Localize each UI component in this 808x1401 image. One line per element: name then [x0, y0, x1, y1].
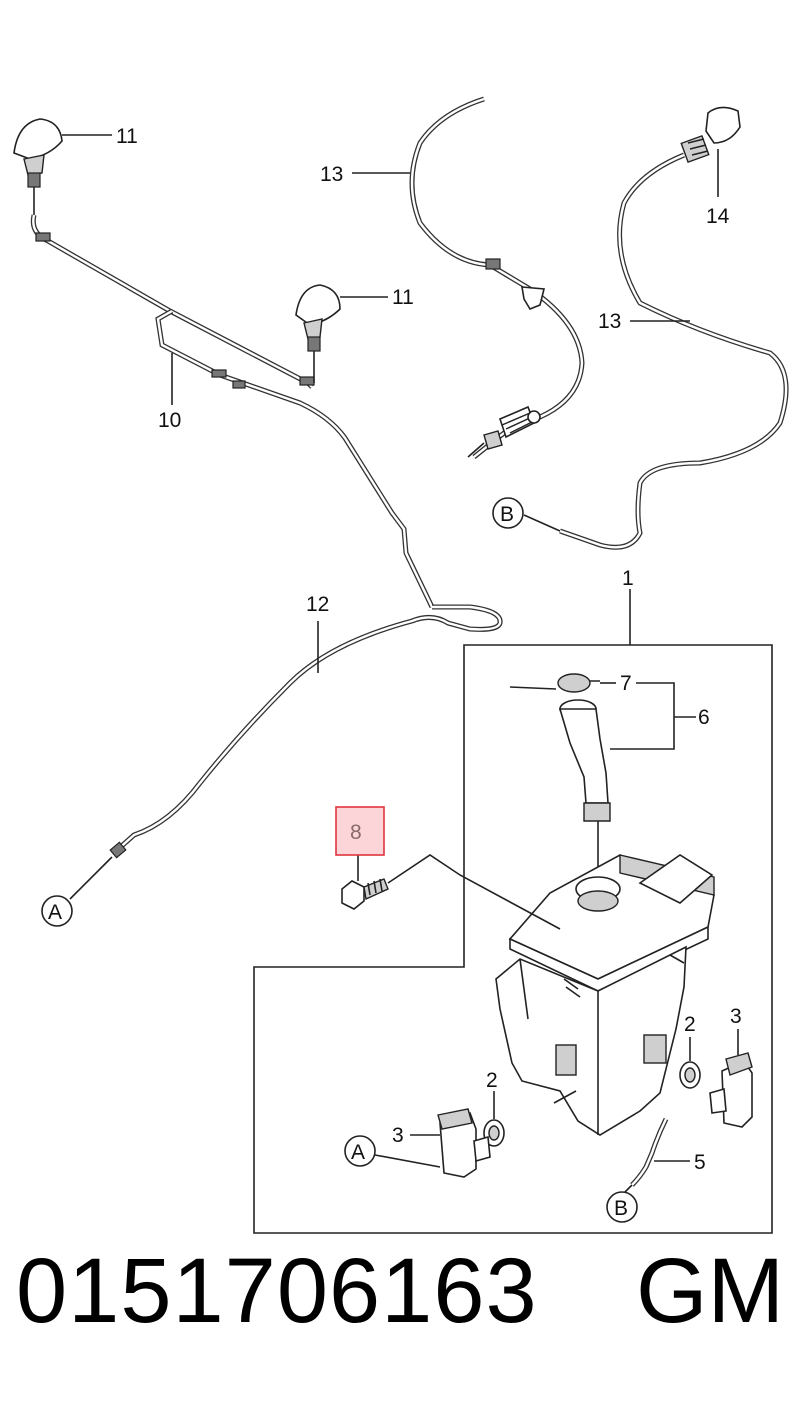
connector-a-left-label: A — [48, 901, 62, 924]
leader-8-mount — [387, 854, 561, 930]
callout-3-left: 3 — [392, 1124, 404, 1147]
callout-11-left: 11 — [116, 125, 138, 148]
washer-nozzle-middle — [295, 284, 341, 383]
callout-14: 14 — [706, 205, 730, 228]
washer-hose-5 — [623, 1117, 669, 1194]
grommet-2-right — [679, 1061, 701, 1089]
release-cable-13-middle — [409, 96, 585, 459]
connector-b-bottom-label: B — [614, 1197, 628, 1220]
hood-release-knob-14 — [680, 106, 741, 164]
callout-12: 12 — [306, 593, 329, 616]
callout-11-middle: 11 — [392, 286, 414, 309]
connector-b-top-label: B — [500, 503, 514, 526]
callout-2-left: 2 — [486, 1069, 498, 1092]
connector-b-top — [492, 497, 524, 529]
release-cable-13-right — [523, 152, 789, 550]
callout-2-right: 2 — [684, 1013, 696, 1036]
washer-reservoir — [495, 854, 715, 1136]
connector-b-bottom — [606, 1191, 638, 1223]
reservoir-cap-7 — [509, 673, 600, 693]
filler-neck-6 — [558, 699, 611, 867]
connector-a-bottom — [344, 1135, 376, 1167]
washer-hose-12 — [69, 604, 503, 900]
leader-6 — [610, 682, 696, 750]
callout-7: 7 — [620, 672, 632, 695]
brand-name: GM — [636, 1240, 785, 1342]
washer-pump-3-left — [437, 1108, 491, 1178]
part-number: 0151706163 — [16, 1240, 538, 1342]
callout-3-right: 3 — [730, 1005, 742, 1028]
assembly-frame — [253, 644, 773, 1234]
callout-5: 5 — [694, 1151, 706, 1174]
washer-hose-10 — [30, 214, 435, 609]
washer-pump-3-right — [709, 1052, 753, 1128]
washer-nozzle-left — [13, 118, 63, 215]
connector-a-bottom-label: A — [351, 1141, 365, 1164]
footer: 0151706163 GM — [0, 1236, 808, 1346]
mounting-bolt-8 — [341, 878, 389, 910]
callout-13-middle: 13 — [320, 163, 343, 186]
callout-13-right: 13 — [598, 310, 621, 333]
highlighted-callout-box — [335, 806, 385, 856]
callout-10: 10 — [158, 409, 181, 432]
callout-6: 6 — [698, 706, 710, 729]
callout-1: 1 — [622, 567, 634, 590]
connector-a-left — [41, 895, 73, 927]
leader-a-bottom — [374, 1154, 441, 1168]
callout-8-highlighted: 8 — [350, 821, 362, 844]
